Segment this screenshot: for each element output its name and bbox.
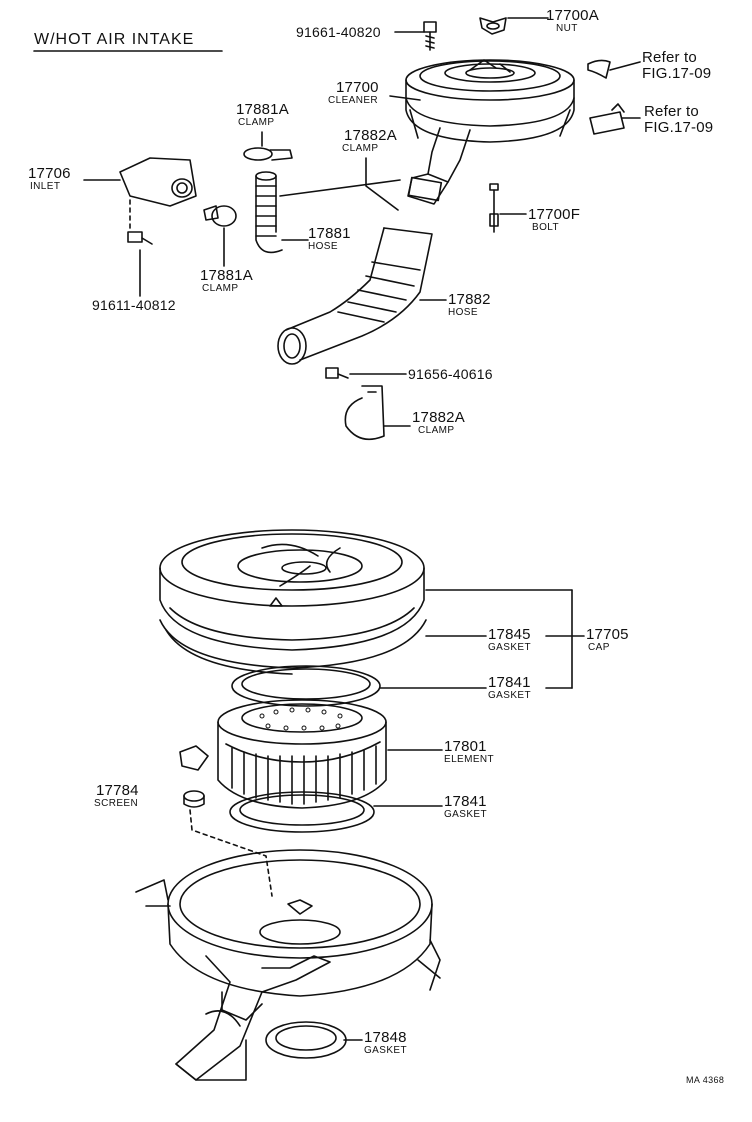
label-17705-sub: CAP xyxy=(588,642,610,653)
case-drawing xyxy=(135,849,441,1081)
label-17706-sub: INLET xyxy=(30,181,61,192)
gasket-17845-drawing xyxy=(159,619,427,675)
label-17706-num: 17706 xyxy=(28,165,71,182)
label-17700A-sub: NUT xyxy=(556,23,578,34)
hose-17881-drawing xyxy=(255,171,283,254)
label-17881-sub: HOSE xyxy=(308,241,338,252)
label-17845-sub: GASKET xyxy=(488,642,531,653)
leader-17700 xyxy=(389,95,421,101)
bolt-91661-drawing xyxy=(423,21,437,51)
label-17801-sub: ELEMENT xyxy=(444,754,495,765)
label-17881A-top-sub: CLAMP xyxy=(238,117,275,128)
label-17848-sub: GASKET xyxy=(364,1045,407,1056)
hose-17882-drawing xyxy=(277,227,433,365)
label-17841-bot-sub: GASKET xyxy=(444,809,487,820)
gasket-17848-drawing xyxy=(265,1021,347,1059)
element-drawing xyxy=(217,699,387,809)
ref1-shape xyxy=(587,59,611,79)
label-17882A-bot-num: 17882A xyxy=(412,409,465,426)
gasket-17841-bot-drawing xyxy=(229,791,375,833)
label-17881A-bot-sub: CLAMP xyxy=(202,283,239,294)
label-17848-num: 17848 xyxy=(364,1029,407,1046)
leader-17882A-top xyxy=(365,157,399,211)
label-17841-top-sub: GASKET xyxy=(488,690,531,701)
page-title: W/HOT AIR INTAKE xyxy=(34,31,195,48)
leader-ref1 xyxy=(609,61,641,71)
bolt-91656-drawing xyxy=(325,367,349,379)
label-17882A-top-sub: CLAMP xyxy=(342,143,379,154)
label-17700-num: 17700 xyxy=(336,79,379,96)
clamp-top-drawing xyxy=(243,147,293,161)
drawing-code: MA 4368 xyxy=(686,1075,725,1085)
label-17841-top-num: 17841 xyxy=(488,674,531,691)
label-17881A-bot-num: 17881A xyxy=(200,267,253,284)
cap-drawing xyxy=(159,529,425,651)
ref1-fig: FIG.17-09 xyxy=(642,65,712,82)
bolt-17700F-drawing xyxy=(489,183,499,233)
label-17700-sub: CLEANER xyxy=(328,95,379,106)
label-17881A-top-num: 17881A xyxy=(236,101,289,118)
clamp-mid-drawing xyxy=(203,205,237,227)
label-17882-sub: HOSE xyxy=(448,307,478,318)
screen-drawing xyxy=(179,745,209,808)
label-17881-num: 17881 xyxy=(308,225,351,242)
label-17784-num: 17784 xyxy=(96,782,139,799)
gasket-17841-top-drawing xyxy=(231,665,381,707)
nut-drawing xyxy=(479,17,507,35)
cap-bracket xyxy=(379,589,585,689)
label-17801-num: 17801 xyxy=(444,738,487,755)
clamp-bottom-drawing xyxy=(344,385,385,441)
leader-17882A-hose-link xyxy=(279,179,401,197)
label-17882-num: 17882 xyxy=(448,291,491,308)
bolt-91611-drawing xyxy=(127,231,153,245)
label-17845-num: 17845 xyxy=(488,626,531,643)
label-17700A-num: 17700A xyxy=(546,7,599,24)
label-17700F-sub: BOLT xyxy=(532,222,559,233)
label-91656-num: 91656-40616 xyxy=(408,366,493,382)
label-91611-num: 91611-40812 xyxy=(92,297,176,313)
dash-screen xyxy=(189,809,273,897)
label-17784-sub: SCREEN xyxy=(94,798,139,809)
ref2-text: Refer to xyxy=(644,103,699,120)
label-91661-num: 91661-40820 xyxy=(296,24,381,40)
label-17882A-bot-sub: CLAMP xyxy=(418,425,455,436)
label-17841-bot-num: 17841 xyxy=(444,793,487,810)
ref2-fig: FIG.17-09 xyxy=(644,119,714,136)
ref2-shape xyxy=(589,103,625,135)
cleaner-assembly-drawing xyxy=(405,59,575,205)
label-17700F-num: 17700F xyxy=(528,206,581,223)
label-17705-num: 17705 xyxy=(586,626,629,643)
label-17882A-top-num: 17882A xyxy=(344,127,397,144)
inlet-drawing xyxy=(119,157,197,207)
ref1-text: Refer to xyxy=(642,49,697,66)
